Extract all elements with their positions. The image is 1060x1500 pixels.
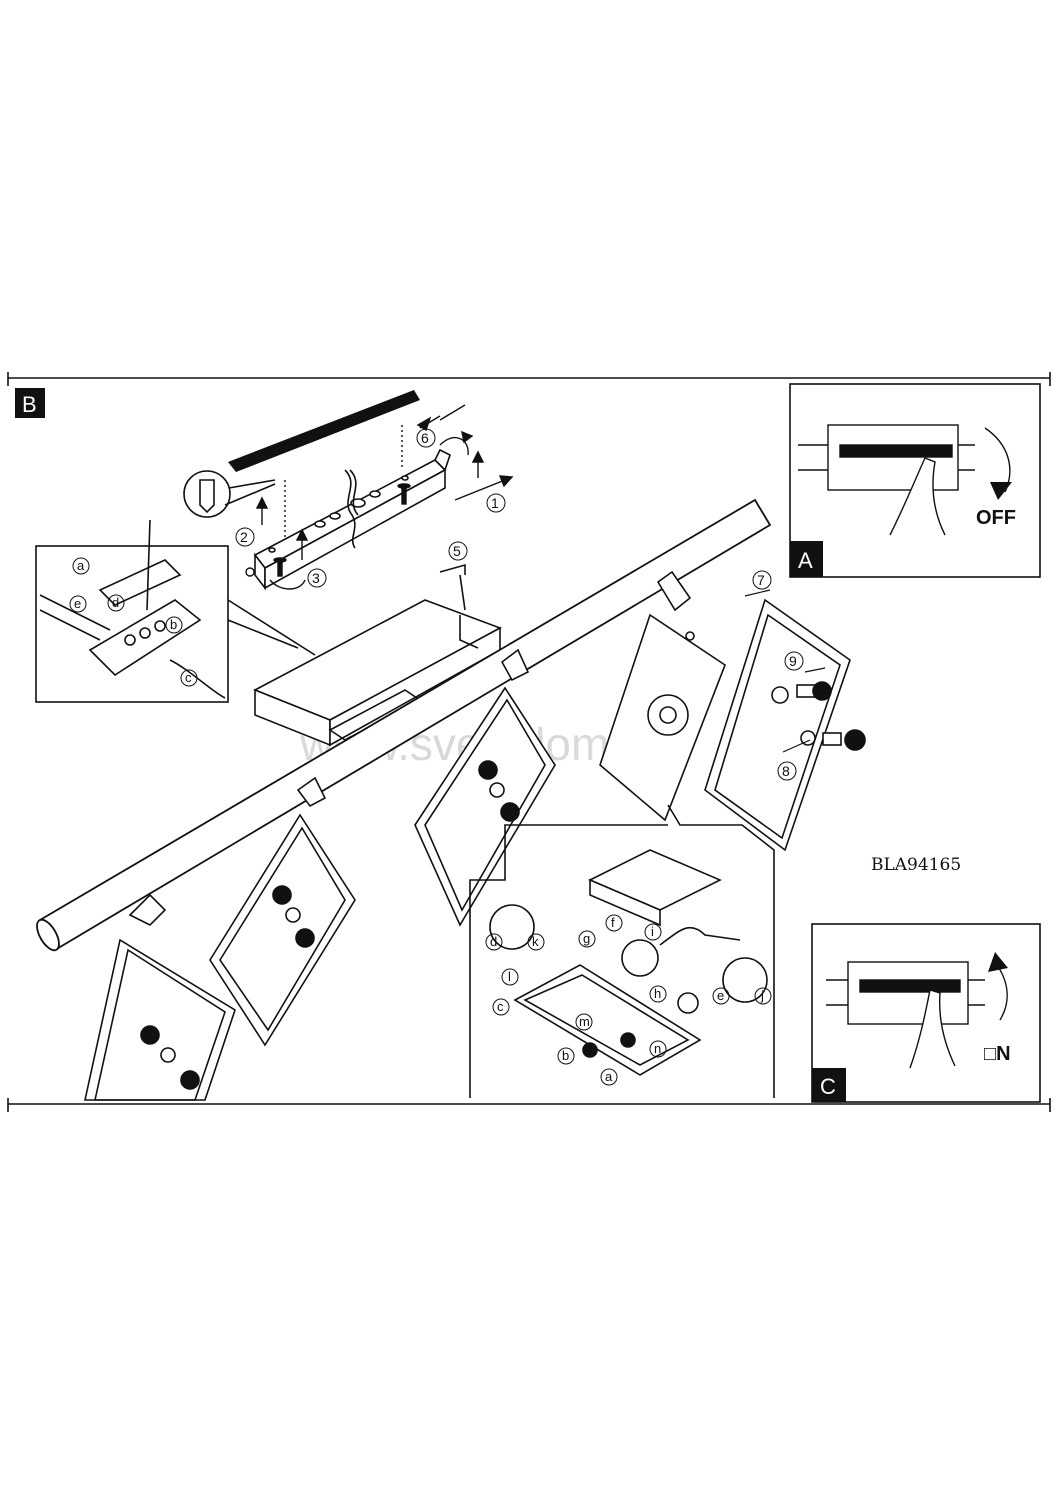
letter-b: b: [557, 1047, 575, 1065]
letter-c-top-label: c: [185, 670, 192, 685]
breaker-panel-off: [798, 424, 975, 536]
spot-cover-plate: [704, 598, 866, 852]
model-code: BLA94165: [871, 855, 961, 875]
off-arrow-head: [990, 482, 1012, 500]
step-5-label: 5: [453, 543, 461, 559]
letter-f: f: [605, 914, 623, 932]
letter-j-label: j: [760, 988, 764, 1003]
panel-b-tag-label: B: [22, 392, 37, 417]
canopy-cover: [253, 563, 502, 747]
letter-k-label: k: [532, 934, 539, 949]
letter-h-label: h: [654, 986, 661, 1001]
letter-h: h: [649, 985, 667, 1003]
letter-b-top-label: b: [170, 617, 177, 632]
letter-e-top-label: e: [74, 596, 81, 611]
letter-e: e: [712, 987, 730, 1005]
letter-g-label: g: [583, 931, 590, 946]
panel-a-tag: A: [798, 548, 813, 573]
step-3-label: 3: [312, 570, 320, 586]
letter-i: i: [644, 923, 662, 941]
panel-c-tag: C: [820, 1074, 836, 1099]
plate-arrows: [744, 589, 826, 753]
letter-a-top-label: a: [77, 558, 85, 573]
breaker-panel-on: [826, 961, 985, 1069]
spot-head-4: [599, 570, 726, 822]
letter-a-top: a: [72, 557, 90, 575]
letter-j: j: [754, 987, 772, 1005]
step-2: 2: [235, 527, 255, 547]
on-arrow-head: [988, 952, 1008, 972]
step-6-label: 6: [421, 430, 429, 446]
letter-l-label: l: [508, 969, 511, 984]
panel-c: C □N: [811, 923, 1041, 1103]
step-2-label: 2: [240, 529, 248, 545]
letter-a-label: a: [605, 1069, 613, 1084]
spot-head-3: [414, 648, 556, 927]
letter-d-label: d: [490, 934, 497, 949]
drill-guides: [255, 404, 514, 560]
letter-a: a: [600, 1068, 618, 1086]
letter-d-top: d: [107, 594, 125, 612]
spot-head-2: [209, 776, 356, 1047]
step-7-label: 7: [757, 572, 765, 588]
letter-i-label: i: [651, 924, 654, 939]
letter-f-label: f: [611, 915, 615, 930]
letter-d: d: [485, 933, 503, 951]
panel-a: A OFF: [789, 383, 1041, 578]
wiring-detail-box: [35, 519, 316, 703]
step-8-label: 8: [782, 763, 790, 779]
lamp-tube: [36, 498, 772, 952]
assembly-detail-box: [469, 804, 775, 1098]
letter-e-label: e: [717, 988, 724, 1003]
step-5: 5: [448, 541, 468, 561]
letter-e-top: e: [69, 595, 87, 613]
step-1-label: 1: [491, 495, 499, 511]
letter-n: n: [649, 1040, 667, 1058]
letter-c-top: c: [180, 669, 198, 687]
step-7: 7: [752, 570, 772, 590]
ceiling-surface: [228, 390, 420, 472]
letter-c-label: c: [497, 999, 504, 1014]
step-9-label: 9: [789, 653, 797, 669]
letter-m-label: m: [579, 1014, 590, 1029]
letter-b-label: b: [562, 1048, 569, 1063]
letter-c: c: [492, 998, 510, 1016]
letter-b-top: b: [165, 616, 183, 634]
panel-b-tag: B: [15, 388, 45, 418]
dowel-detail: [183, 470, 276, 518]
letter-g: g: [578, 930, 596, 948]
step-6: 6: [416, 428, 436, 448]
page-frame: [7, 372, 1051, 1112]
spot-head-1: [84, 893, 236, 1101]
on-label: □N: [984, 1043, 1011, 1065]
mounting-bracket: [253, 448, 451, 591]
off-label: OFF: [976, 507, 1016, 529]
letter-l: l: [501, 968, 519, 986]
letter-k: k: [527, 933, 545, 951]
letter-d-top-label: d: [112, 595, 119, 610]
step-1: 1: [486, 493, 506, 513]
step-3: 3: [307, 568, 327, 588]
step-9: 9: [784, 651, 804, 671]
step-8: 8: [777, 761, 797, 781]
letter-m: m: [575, 1013, 593, 1031]
screws: [245, 483, 411, 590]
letter-n-label: n: [654, 1041, 661, 1056]
